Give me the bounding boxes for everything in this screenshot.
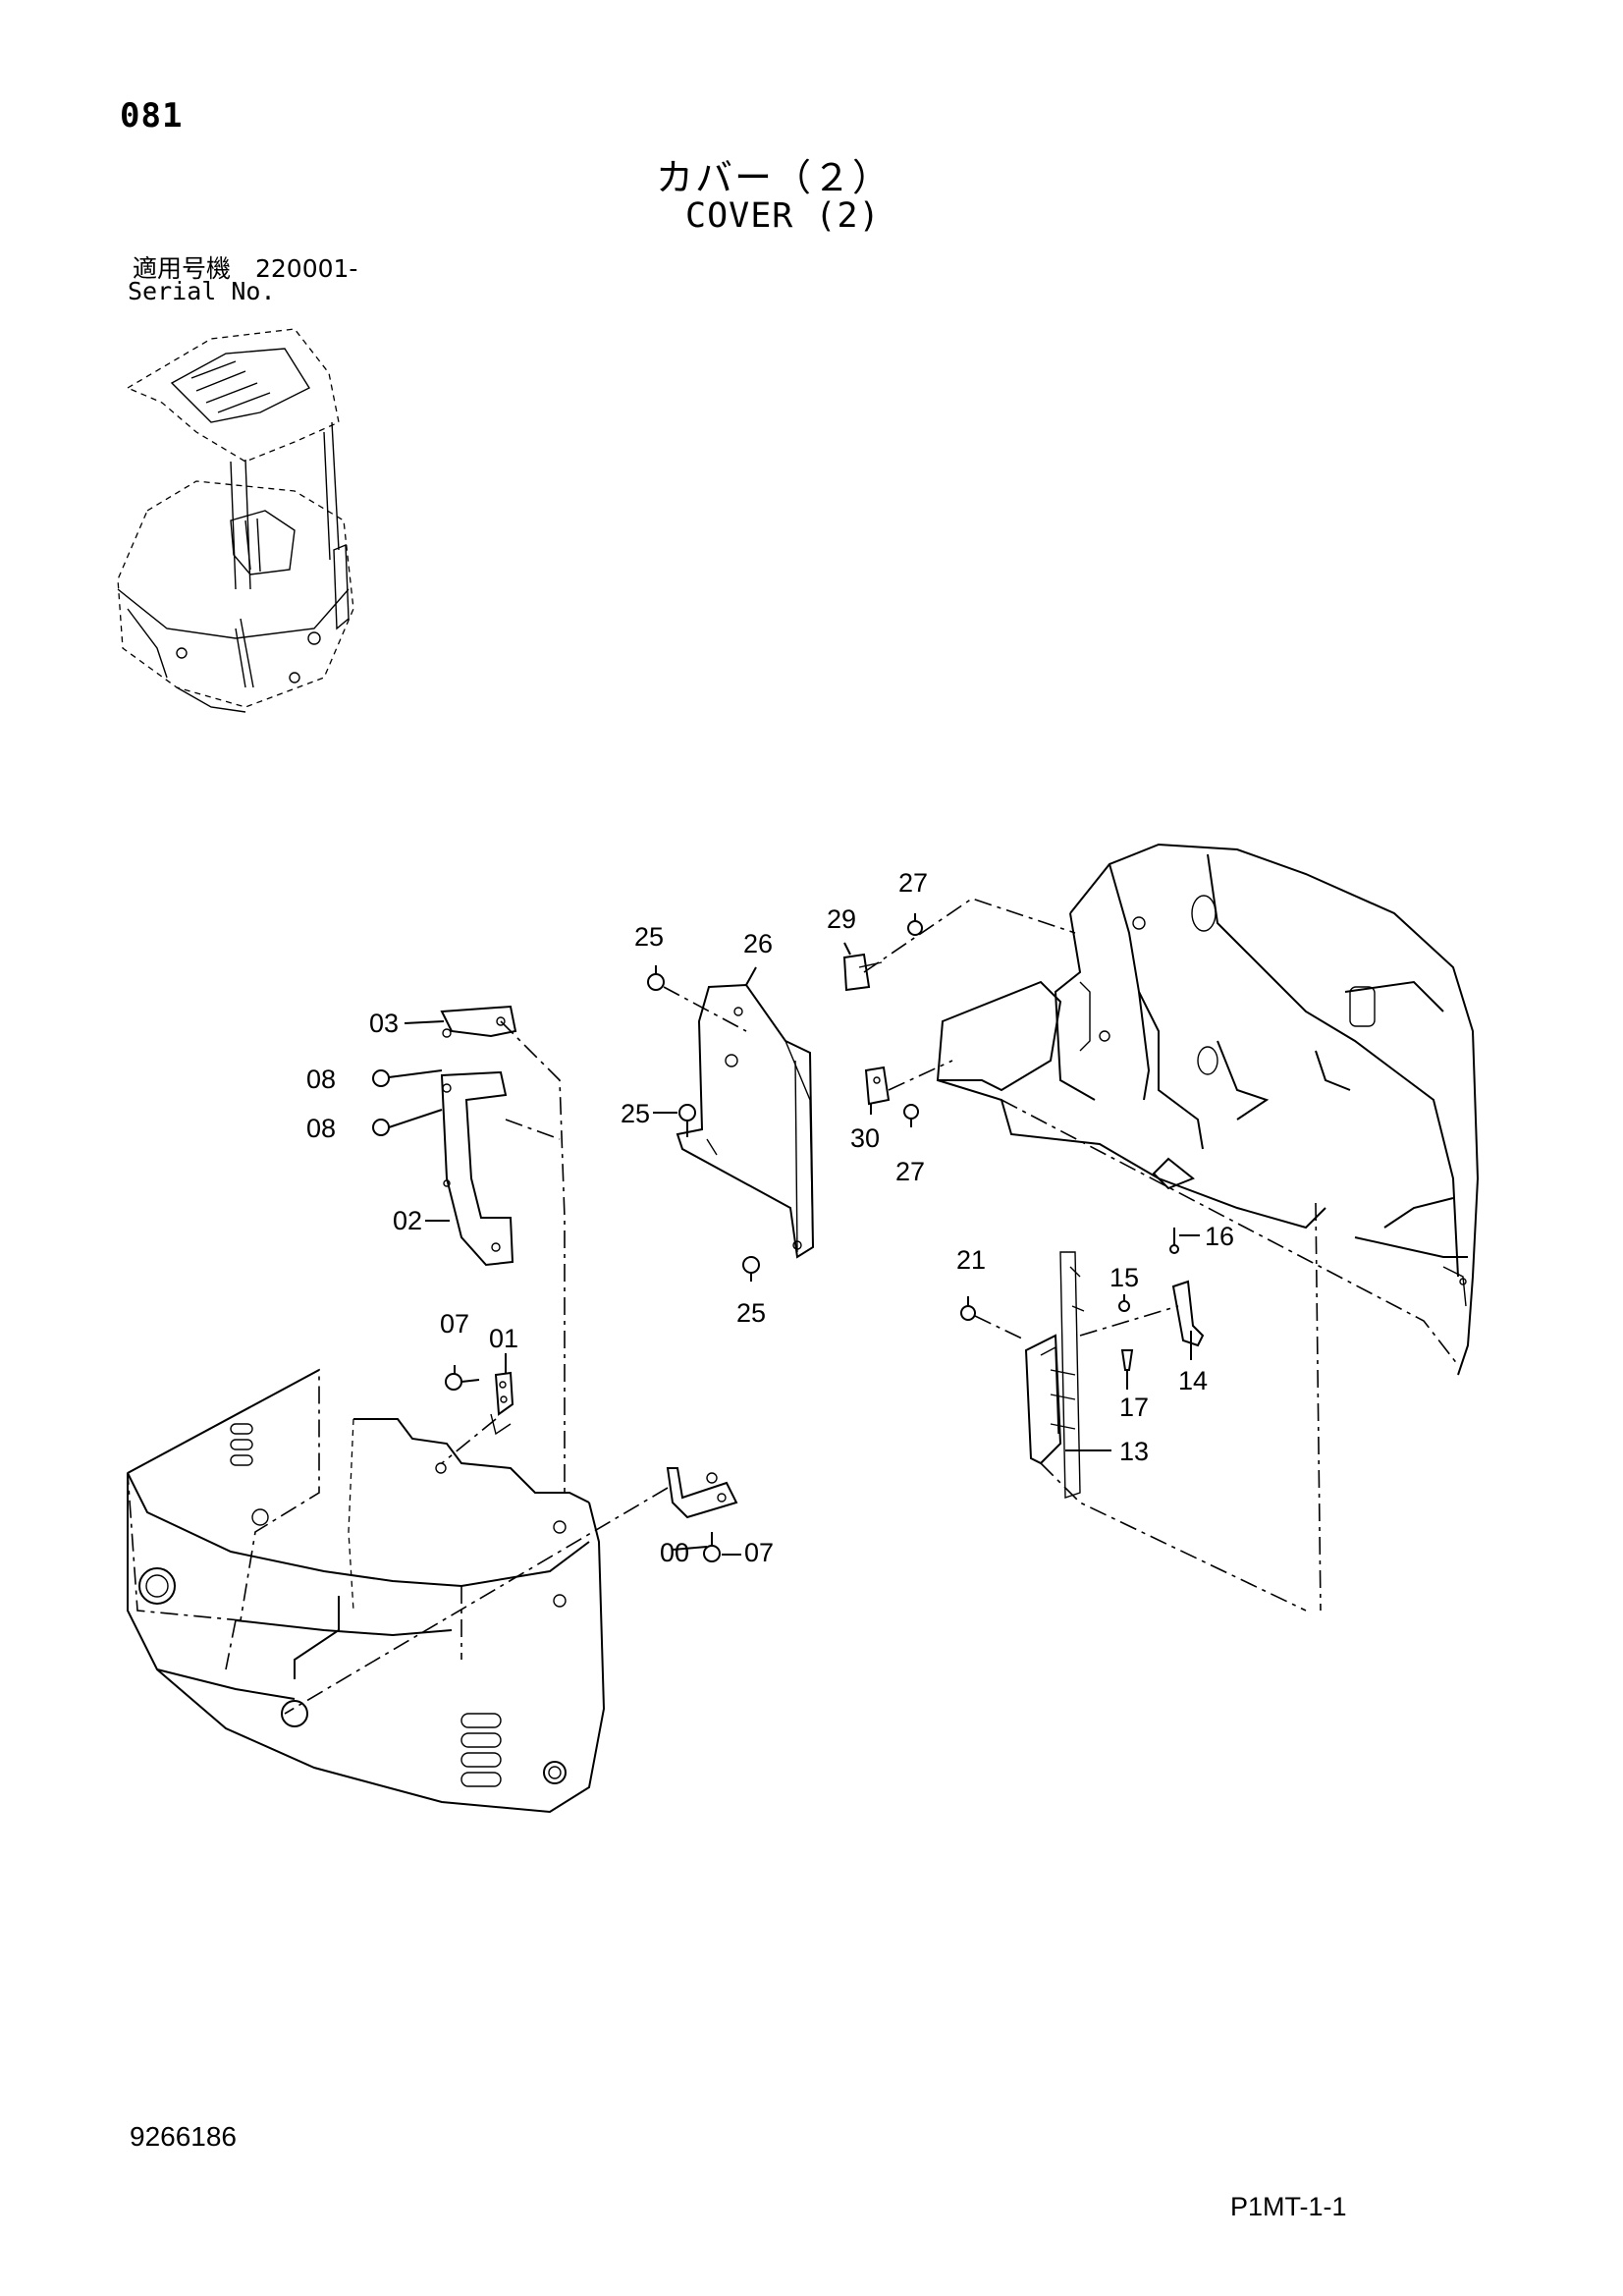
callout-13: 13 xyxy=(1119,1437,1149,1466)
callout-25-top: 25 xyxy=(634,922,664,952)
page-title-japanese: カバー（２） xyxy=(656,156,893,199)
bolt-08-upper xyxy=(372,1069,443,1087)
callout-27-bottom: 27 xyxy=(895,1157,925,1186)
callout-15: 15 xyxy=(1109,1263,1139,1292)
callout-26: 26 xyxy=(743,929,773,958)
serial-range-label-japanese: 適用号機 220001- xyxy=(133,254,358,283)
document-number: 9266186 xyxy=(130,2121,238,2152)
bracket-03 xyxy=(440,1005,517,1038)
callout-27-top: 27 xyxy=(898,868,928,898)
callout-25-middle: 25 xyxy=(621,1099,650,1128)
page-code: 081 xyxy=(120,96,184,136)
callout-08-lower: 08 xyxy=(306,1114,336,1143)
bolt-25-bottom xyxy=(742,1256,760,1274)
callout-01: 01 xyxy=(489,1324,518,1353)
callout-29: 29 xyxy=(827,904,856,934)
bolt-07-right xyxy=(703,1532,721,1562)
bracket-14 xyxy=(1171,1280,1205,1347)
bolt-27-top xyxy=(907,920,923,936)
callout-14: 14 xyxy=(1178,1366,1208,1395)
bolt-27-bottom xyxy=(903,1104,919,1120)
bolt-08-lower xyxy=(372,1109,443,1136)
callout-08-upper: 08 xyxy=(306,1065,336,1094)
part-17 xyxy=(1120,1349,1134,1380)
bracket-29 xyxy=(842,953,883,992)
bracket-00 xyxy=(666,1467,738,1519)
part-15 xyxy=(1118,1300,1130,1312)
bracket-26 xyxy=(676,983,815,1259)
bolt-25-middle xyxy=(678,1104,696,1137)
callout-07-left: 07 xyxy=(440,1309,469,1339)
callout-25-bottom: 25 xyxy=(736,1298,766,1328)
callout-02: 02 xyxy=(393,1206,422,1235)
bracket-13 xyxy=(1024,1251,1085,1499)
callout-30: 30 xyxy=(850,1123,880,1153)
machine-overview-thumbnail xyxy=(117,328,354,713)
bolt-21 xyxy=(960,1305,976,1321)
callout-16: 16 xyxy=(1205,1222,1234,1251)
callout-07-right: 07 xyxy=(744,1538,774,1567)
bracket-01 xyxy=(490,1371,514,1436)
pin-16 xyxy=(1169,1228,1179,1254)
serial-label-english: Serial No. xyxy=(128,277,276,305)
lower-left-cover xyxy=(127,1368,606,1814)
bracket-02 xyxy=(440,1070,514,1267)
callout-21: 21 xyxy=(956,1245,986,1275)
page-title-english: COVER (2) xyxy=(685,196,881,236)
page-reference: P1MT-1-1 xyxy=(1230,2192,1347,2221)
bracket-30 xyxy=(864,1066,891,1106)
callout-17: 17 xyxy=(1119,1393,1149,1422)
bolt-25-top xyxy=(647,973,665,991)
right-side-cover xyxy=(936,843,1480,1612)
callout-00: 00 xyxy=(660,1538,689,1567)
callout-03: 03 xyxy=(369,1009,399,1038)
bolt-07-left xyxy=(445,1373,480,1391)
